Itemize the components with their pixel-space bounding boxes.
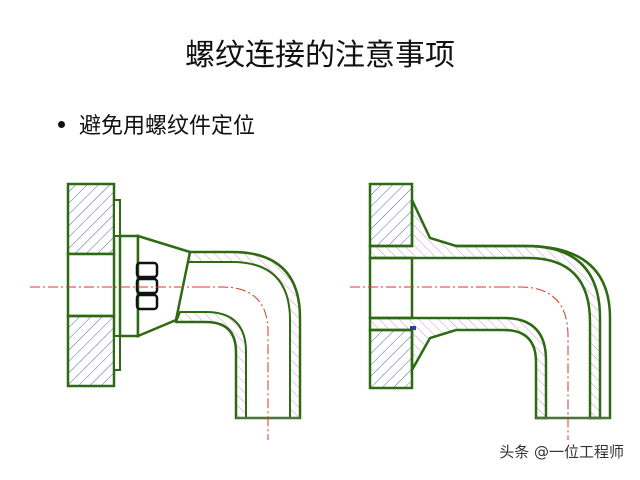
left-drawing bbox=[66, 182, 302, 420]
right-flange-upper bbox=[368, 182, 414, 248]
right-lower-wall bbox=[368, 316, 548, 420]
left-flange-upper bbox=[66, 182, 116, 256]
right-flange-lower bbox=[368, 328, 414, 390]
left-elbow-wall-inner bbox=[174, 311, 247, 419]
bullet-text: 避免用螺纹件定位 bbox=[79, 114, 256, 139]
left-neck-lower bbox=[113, 335, 121, 371]
bullet-item: 避免用螺纹件定位 bbox=[58, 108, 255, 140]
bullet-dot-icon bbox=[58, 120, 65, 128]
left-nut bbox=[118, 234, 140, 338]
watermark: 头条 @一位工程师 bbox=[499, 443, 624, 461]
right-marker bbox=[410, 326, 416, 330]
right-drawing bbox=[368, 182, 612, 420]
left-bolt bbox=[135, 261, 159, 311]
left-flange-middle bbox=[66, 252, 116, 318]
right-bore bbox=[368, 256, 414, 320]
left-neck-upper bbox=[113, 199, 121, 237]
right-centerlines bbox=[350, 286, 569, 440]
left-centerlines bbox=[30, 286, 269, 440]
right-elbow-outline bbox=[456, 244, 612, 420]
slide-title: 螺纹连接的注意事项 bbox=[185, 38, 455, 73]
left-flange-lower bbox=[66, 314, 116, 388]
